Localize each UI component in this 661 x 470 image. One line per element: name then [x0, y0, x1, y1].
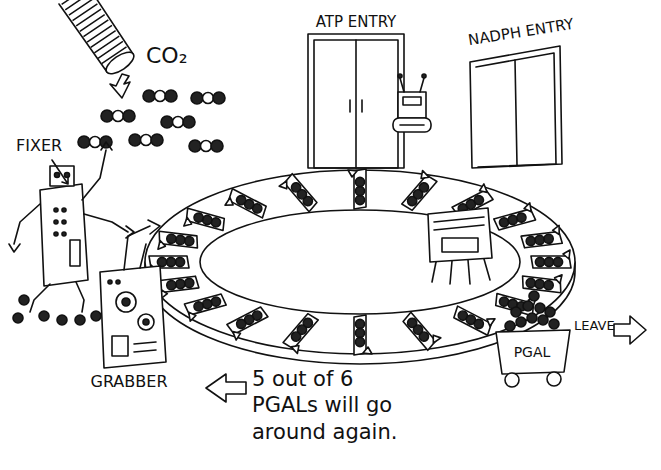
molecule [143, 90, 177, 102]
carbon-atom [19, 295, 29, 305]
tray [183, 208, 226, 236]
tray [521, 270, 563, 293]
molecule [129, 134, 163, 146]
tray [158, 276, 200, 299]
carbon-atom [57, 315, 67, 325]
tray [184, 293, 227, 321]
carbon-trays [149, 169, 571, 355]
door: ATP ENTRY [298, 8, 414, 170]
tray [283, 312, 323, 354]
tray [279, 174, 319, 216]
robot-label: GRABBER [74, 372, 184, 392]
door: NADPH ENTRY [462, 14, 580, 170]
cart: PGAL [498, 336, 566, 370]
pgal-pile [523, 301, 533, 311]
exit-label: LEAVE [574, 318, 634, 334]
molecule [191, 92, 225, 104]
pgal-pile [529, 291, 539, 301]
pgal-cart [496, 291, 570, 387]
tray [397, 170, 437, 212]
carbon-atom [39, 311, 49, 321]
pgal-pile [505, 321, 515, 331]
node-text: ATP ENTRY [298, 14, 414, 31]
note: 5 out of 6 PGALs will go around again. [252, 366, 420, 445]
tray [348, 169, 366, 209]
molecule [101, 110, 135, 122]
pgal-pile [516, 317, 526, 327]
robot-label: FIXER [16, 136, 96, 156]
tray [402, 308, 442, 350]
node-text: NADPH ENTRY [461, 15, 580, 50]
fixer-pointer [52, 160, 68, 184]
nadph-door [470, 46, 562, 168]
tray [227, 306, 271, 340]
pgal-pile [527, 313, 537, 323]
pgal-pile [545, 307, 555, 317]
carbon-atom [75, 315, 85, 325]
molecule [161, 116, 195, 128]
carbon-atom [13, 313, 23, 323]
leave-arrow [614, 316, 646, 344]
atp-door [308, 34, 404, 168]
tray [531, 250, 571, 268]
tray [224, 189, 268, 223]
molecule [189, 140, 223, 152]
co2-molecules [78, 90, 225, 152]
tray [520, 225, 562, 248]
pgal-pile [511, 307, 521, 317]
tray [157, 231, 199, 254]
tray [492, 203, 535, 231]
carbon-atom [91, 311, 101, 321]
tray [452, 301, 496, 335]
belt-machine [428, 208, 492, 284]
molecule-label: CO₂ [146, 42, 216, 70]
pgal-pile [535, 303, 545, 313]
co2-pipe [59, 0, 137, 98]
tray [354, 315, 372, 355]
pgal-pile [549, 319, 559, 329]
node-text: PGAL [498, 345, 566, 360]
grabber-robot [100, 220, 166, 368]
return-arrow [206, 374, 246, 402]
small-robot [393, 74, 431, 132]
